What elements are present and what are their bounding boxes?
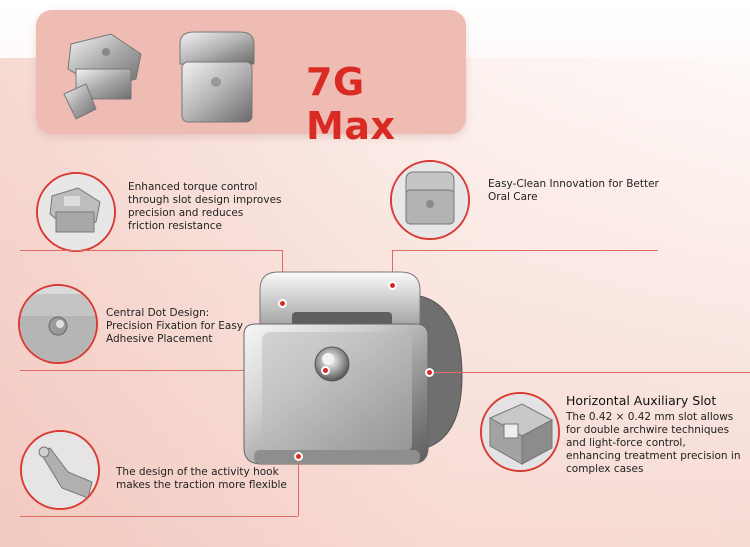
easy-clean-text: Easy-Clean Innovation for Better Oral Ca… <box>488 178 659 203</box>
central-dot-callout-dot <box>321 366 330 375</box>
auxiliary-slot-callout-dot <box>425 368 434 377</box>
central-dot-text: Central Dot Design: Precision Fixation f… <box>106 307 244 345</box>
torque-text: Enhanced torque control through slot des… <box>128 181 282 232</box>
bracket-side-icon <box>392 162 468 238</box>
hook-leader-line <box>20 516 298 517</box>
torque-thumb <box>36 172 116 252</box>
easy-clean-thumb <box>390 160 470 240</box>
hook-thumb <box>20 430 100 510</box>
auxiliary-slot-text: The 0.42 × 0.42 mm slot allows for doubl… <box>566 411 741 475</box>
bracket-back-icon <box>179 31 255 123</box>
bracket-front-icon <box>63 33 142 120</box>
brand-title: 7G Max <box>306 60 396 148</box>
auxiliary-slot-icon <box>482 394 558 470</box>
hook-leader-drop <box>298 456 299 516</box>
auxiliary-slot-leader-line <box>430 372 750 373</box>
hero-panel: 7G Max <box>36 10 466 148</box>
auxiliary-slot-heading: Horizontal Auxiliary Slot <box>566 393 717 408</box>
hook-text: The design of the activity hook makes th… <box>116 466 287 491</box>
activity-hook-icon <box>22 432 98 508</box>
central-dot-leader-line <box>20 370 325 371</box>
easy-clean-callout-dot <box>388 281 397 290</box>
hook-callout-dot <box>294 452 303 461</box>
easy-clean-leader-drop <box>392 250 393 285</box>
bracket-slot-icon <box>38 174 114 250</box>
central-dot-thumb <box>18 284 98 364</box>
easy-clean-leader-line <box>392 250 658 251</box>
torque-callout-dot <box>278 299 287 308</box>
main-bracket-icon <box>243 271 463 465</box>
torque-leader-line <box>20 250 282 251</box>
auxiliary-slot-thumb <box>480 392 560 472</box>
central-dot-icon <box>20 286 96 362</box>
